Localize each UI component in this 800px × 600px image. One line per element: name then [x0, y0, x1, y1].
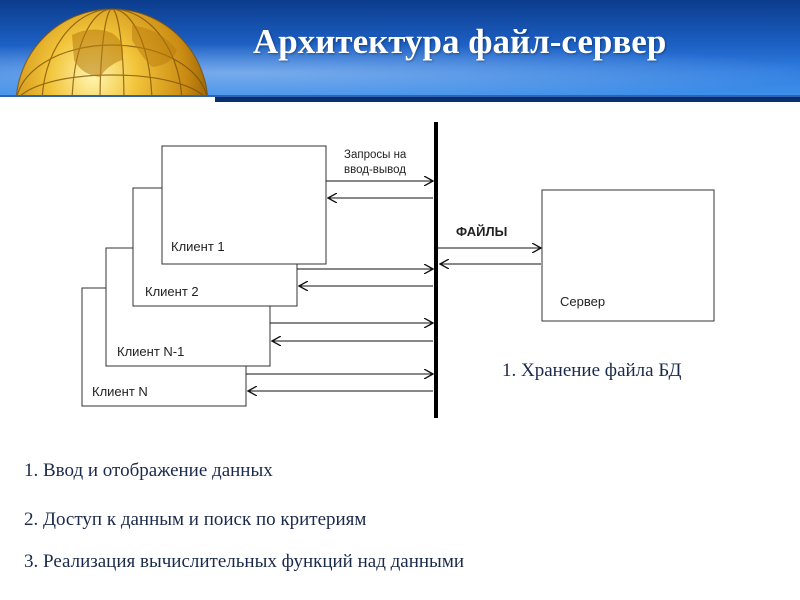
header-underline	[215, 97, 800, 102]
client-function-1: 1. Ввод и отображение данных	[24, 460, 273, 481]
client-function-2: 2. Доступ к данным и поиск по критериям	[24, 509, 367, 530]
client-n-1-label: Клиент N-1	[117, 344, 184, 359]
slide-title: Архитектура файл-сервер	[253, 22, 667, 61]
client-n-label: Клиент N	[92, 384, 148, 399]
client-1-box	[161, 145, 327, 265]
requests-label-line1: Запросы на	[344, 149, 407, 161]
server-function-note: 1. Хранение файла БД	[502, 360, 682, 381]
server-box	[541, 189, 715, 322]
globe-icon	[15, 8, 209, 95]
server-label: Сервер	[560, 294, 605, 309]
client-1-label: Клиент 1	[171, 239, 225, 254]
files-label: ФАЙЛЫ	[456, 224, 507, 239]
header-divider	[0, 95, 800, 97]
client-2-label: Клиент 2	[145, 284, 199, 299]
requests-label-line2: ввод-вывод	[344, 164, 406, 176]
client-function-3: 3. Реализация вычислительных функций над…	[24, 551, 465, 572]
file-server-diagram: Клиент 1 Клиент 2 Клиент N-1 Клиент N За…	[81, 122, 715, 418]
